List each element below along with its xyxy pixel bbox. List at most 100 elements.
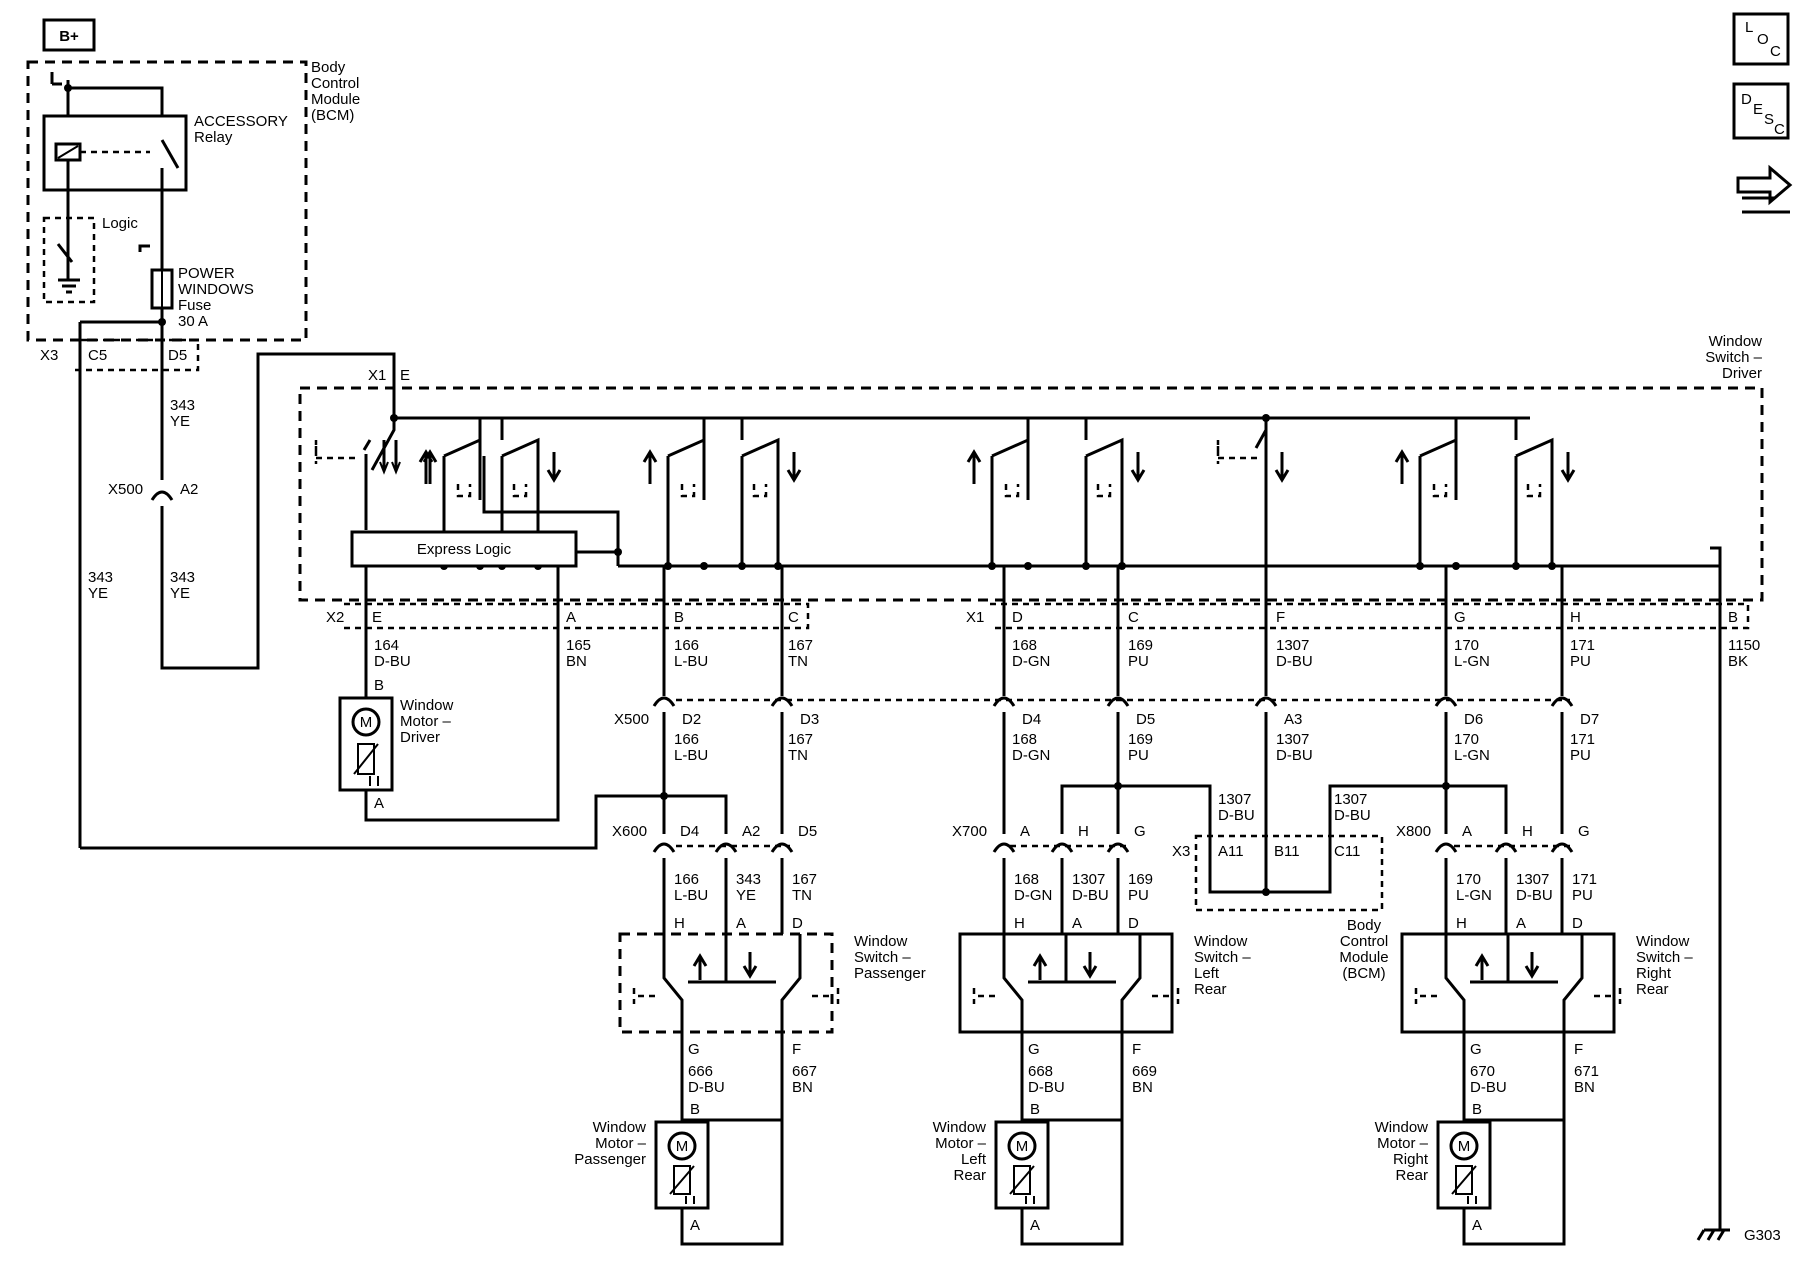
svg-text:M: M [1458,1138,1471,1155]
svg-text:D5: D5 [1136,711,1155,728]
svg-text:169: 169 [1128,731,1153,748]
svg-text:D: D [1572,915,1583,932]
svg-text:BK: BK [1728,653,1748,670]
svg-text:167: 167 [788,731,813,748]
svg-text:A: A [690,1217,700,1234]
svg-text:D: D [792,915,803,932]
svg-text:X2: X2 [326,609,344,626]
svg-text:Driver: Driver [1722,365,1762,382]
svg-text:(BCM): (BCM) [1342,965,1385,982]
svg-text:Control: Control [1340,933,1388,950]
svg-text:Relay: Relay [194,129,233,146]
svg-text:D-BU: D-BU [1470,1079,1507,1096]
svg-text:169: 169 [1128,871,1153,888]
svg-text:D5: D5 [798,823,817,840]
svg-text:D-GN: D-GN [1012,653,1050,670]
svg-text:1307: 1307 [1276,637,1309,654]
svg-text:G: G [688,1041,700,1058]
svg-text:Switch –: Switch – [1636,949,1693,966]
loc-icon[interactable]: L O C [1732,12,1790,66]
svg-text:C5: C5 [88,347,107,364]
svg-text:F: F [1276,609,1285,626]
svg-text:YE: YE [170,413,190,430]
svg-text:D: D [1012,609,1023,626]
svg-text:TN: TN [788,747,808,764]
svg-text:D4: D4 [680,823,699,840]
svg-text:1150: 1150 [1728,637,1760,654]
ground-label: G303 [1744,1227,1781,1244]
svg-text:Left: Left [961,1151,987,1168]
svg-text:YE: YE [88,585,108,602]
svg-text:C: C [1770,43,1781,60]
svg-text:670: 670 [1470,1063,1495,1080]
svg-text:G: G [1134,823,1146,840]
svg-text:F: F [1132,1041,1141,1058]
svg-text:X600: X600 [612,823,647,840]
svg-text:Rear: Rear [1395,1167,1428,1184]
relay-name: ACCESSORY [194,113,288,130]
bplus-box [42,18,96,52]
svg-text:F: F [792,1041,801,1058]
svg-text:S: S [1764,111,1774,128]
driver-switch-box [298,386,1764,602]
svg-text:H: H [1014,915,1025,932]
svg-text:A: A [1072,915,1082,932]
svg-text:H: H [1456,915,1467,932]
svg-text:668: 668 [1028,1063,1053,1080]
svg-text:X800: X800 [1396,823,1431,840]
svg-text:A: A [1462,823,1472,840]
svg-text:C: C [1774,121,1785,138]
svg-text:Switch –: Switch – [1194,949,1251,966]
back-arrow-icon[interactable] [1736,164,1793,214]
svg-text:Switch –: Switch – [1705,349,1762,366]
svg-text:166: 166 [674,871,699,888]
svg-text:671: 671 [1574,1063,1599,1080]
svg-text:D-BU: D-BU [1516,887,1553,904]
svg-text:L-BU: L-BU [674,887,708,904]
svg-text:H: H [1570,609,1581,626]
svg-text:1307: 1307 [1218,791,1251,808]
svg-text:167: 167 [792,871,817,888]
svg-text:Rear: Rear [1636,981,1669,998]
svg-text:169: 169 [1128,637,1153,654]
svg-text:B: B [690,1101,700,1118]
svg-text:667: 667 [792,1063,817,1080]
svg-text:B: B [1472,1101,1482,1118]
svg-text:A: A [566,609,576,626]
svg-text:YE: YE [736,887,756,904]
svg-text:D-BU: D-BU [1276,653,1313,670]
svg-text:O: O [1757,31,1769,48]
svg-text:Passenger: Passenger [854,965,926,982]
svg-text:X3: X3 [1172,843,1190,860]
svg-text:Rear: Rear [1194,981,1227,998]
svg-text:PU: PU [1128,653,1149,670]
svg-text:PU: PU [1128,747,1149,764]
svg-text:D6: D6 [1464,711,1483,728]
svg-text:C: C [788,609,799,626]
svg-text:L-GN: L-GN [1454,653,1490,670]
svg-text:L-BU: L-BU [674,653,708,670]
svg-text:Left: Left [1194,965,1220,982]
bcm-top-name: Body Control Module (BCM) [311,59,360,124]
svg-text:A: A [1516,915,1526,932]
svg-text:D-BU: D-BU [1072,887,1109,904]
svg-text:Body: Body [1347,917,1382,934]
svg-text:D-GN: D-GN [1014,887,1052,904]
bcm-x3-label: X3 [40,347,58,364]
switch-pair-2 [642,418,802,570]
svg-text:Motor –: Motor – [935,1135,987,1152]
driver-switch-name: Window Switch – Driver [1705,333,1762,382]
svg-text:A: A [1020,823,1030,840]
svg-text:Window: Window [400,697,454,714]
svg-text:A11: A11 [1218,843,1244,860]
svg-text:Right: Right [1636,965,1672,982]
wire-labels-mid: 166L-BU167TN168D-GN169PU1307D-BU170L-GN1… [674,731,1595,764]
svg-text:A2: A2 [180,481,198,498]
svg-text:343: 343 [736,871,761,888]
bcm-bottom-name: Body Control Module (BCM) [1339,917,1388,982]
desc-icon[interactable]: D E S C [1732,82,1790,140]
svg-text:E: E [1753,101,1763,118]
